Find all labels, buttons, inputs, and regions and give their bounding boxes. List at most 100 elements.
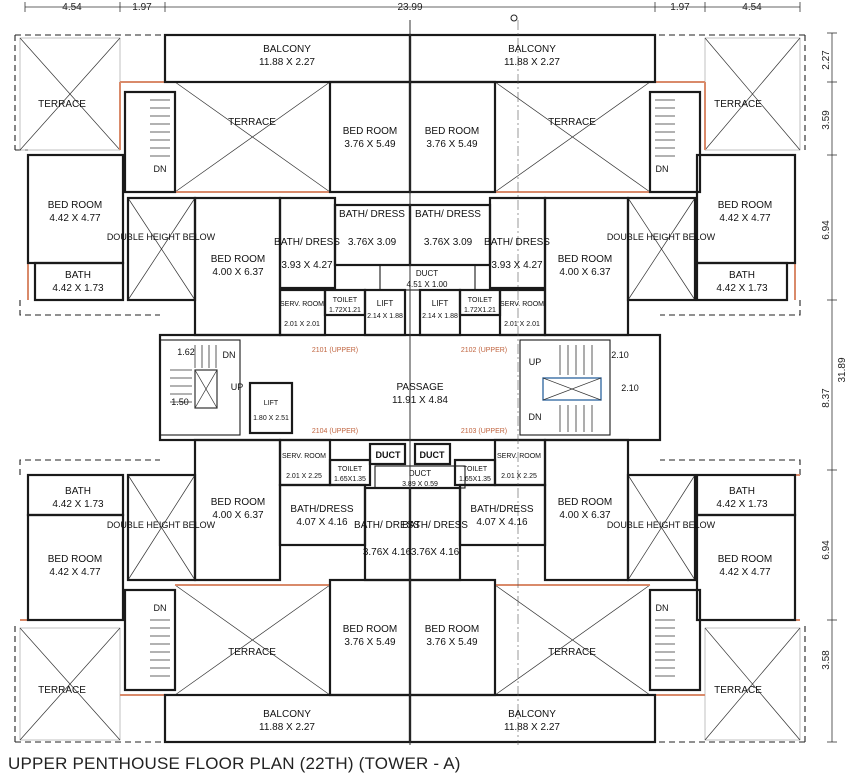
room-name: BED ROOM [558, 254, 612, 265]
stair-dimension: 2.10 [621, 383, 639, 393]
room-name: BALCONY [508, 709, 556, 720]
terrace-boundaries [14, 34, 806, 743]
room-size: 1.65X1.35 [334, 476, 366, 483]
room-name: PASSAGE [396, 382, 443, 393]
room-name: SERV. ROOM [282, 453, 326, 460]
room-size: 2.01 X 2.01 [504, 321, 540, 328]
room-name: BATH [65, 486, 91, 497]
room-size: 4.00 X 6.37 [212, 510, 264, 521]
right-dim-5: 6.94 [821, 540, 832, 560]
unit-number: 2103 (UPPER) [461, 428, 507, 435]
room-name: TOILET [333, 297, 358, 304]
room-size: 3.76X 4.16 [411, 547, 460, 558]
duct-label: DUCT [420, 450, 445, 460]
room-name: SERV. ROOM [500, 301, 544, 308]
room-name: BED ROOM [343, 126, 397, 137]
room-name: BATH/ DRESS [354, 520, 420, 531]
room-name: BED ROOM [48, 200, 102, 211]
duct-label: DUCT [376, 450, 401, 460]
room-size: 2.01 X 2.01 [284, 321, 320, 328]
room-name: DUCT [416, 269, 438, 278]
room-name: BED ROOM [425, 126, 479, 137]
right-dim-3: 6.94 [821, 220, 832, 240]
room-name: LIFT [264, 400, 279, 407]
room-name: DOUBLE HEIGHT BELOW [107, 232, 216, 242]
room-name: TERRACE [548, 117, 596, 128]
room-size: 3.76 X 5.49 [426, 139, 478, 150]
room-size: 2.01 X 2.25 [501, 473, 537, 480]
right-dimension-line: 2.27 3.59 6.94 8.37 6.94 3.58 31.89 [821, 32, 847, 743]
room-size: 4.42 X 4.77 [719, 213, 771, 224]
room-size: 1.72X1.21 [329, 307, 361, 314]
room-size: 4.42 X 4.77 [719, 567, 771, 578]
room-size: 4.00 X 6.37 [212, 267, 264, 278]
room-size: 2.14 X 1.88 [422, 313, 458, 320]
room-name: DOUBLE HEIGHT BELOW [607, 232, 716, 242]
room-name: BATH [729, 486, 755, 497]
room-size: 4.42 X 1.73 [716, 283, 768, 294]
right-dim-2: 3.59 [821, 110, 832, 130]
room-name: TOILET [338, 466, 363, 473]
stair-label: DN [154, 603, 167, 613]
room-name: BED ROOM [558, 497, 612, 508]
room-name: BED ROOM [48, 554, 102, 565]
stair-label: DN [529, 412, 542, 422]
unit-number: 2101 (UPPER) [312, 347, 358, 354]
room-size: 11.88 X 2.27 [259, 57, 315, 68]
room-name: TOILET [463, 466, 488, 473]
top-dimension-line: 4.54 1.97 23.99 1.97 4.54 [24, 2, 801, 13]
stair-label: UP [231, 382, 244, 392]
room-name: BED ROOM [343, 624, 397, 635]
room-name: BED ROOM [211, 254, 265, 265]
unit-numbers: 2101 (UPPER) 2102 (UPPER) 2104 (UPPER) 2… [312, 347, 507, 435]
open-area-crosses [19, 37, 801, 741]
room-size: 4.00 X 6.37 [559, 510, 611, 521]
room-name: TERRACE [548, 647, 596, 658]
duct-boxes: DUCT DUCT [376, 450, 445, 460]
room-size: 3.93 X 4.27 [281, 260, 333, 271]
room-name: BATH/ DRESS [274, 237, 340, 248]
top-dim-4: 1.97 [670, 2, 690, 13]
stair-label: DN [154, 164, 167, 174]
room-size: 3.76 X 5.49 [426, 637, 478, 648]
stair-dimension: 2.10 [611, 350, 629, 360]
room-name: BED ROOM [718, 554, 772, 565]
room-size: 4.42 X 4.77 [49, 213, 101, 224]
stair-label: DN [656, 164, 669, 174]
room-name: TERRACE [38, 685, 86, 696]
room-size: 11.91 X 4.84 [392, 395, 448, 406]
top-dim-1: 4.54 [62, 2, 82, 13]
room-size: 4.07 X 4.16 [476, 517, 528, 528]
room-name: TOILET [468, 297, 493, 304]
right-dim-1: 2.27 [821, 50, 832, 70]
right-dim-overall: 31.89 [837, 357, 847, 382]
stair-label: DN [656, 603, 669, 613]
room-name: TERRACE [228, 647, 276, 658]
room-name: BATH/DRESS [470, 504, 533, 515]
room-name: BALCONY [508, 44, 556, 55]
room-size: 11.88 X 2.27 [259, 722, 315, 733]
room-name: BATH/DRESS [290, 504, 353, 515]
stair-labels: DN DN DN DN UP DN UP DN 1.62 1.50 2.10 2… [154, 164, 669, 613]
room-size: 3.76X 3.09 [424, 237, 473, 248]
room-name: BATH/ DRESS [339, 209, 405, 220]
top-dim-3: 23.99 [397, 2, 422, 13]
room-size: 1.72X1.21 [464, 307, 496, 314]
room-size: 2.01 X 2.25 [286, 473, 322, 480]
room-name: BED ROOM [211, 497, 265, 508]
plan-title: UPPER PENTHOUSE FLOOR PLAN (22TH) (TOWER… [8, 754, 461, 773]
room-labels: BALCONY 11.88 X 2.27 BALCONY 11.88 X 2.2… [38, 44, 772, 733]
unit-number: 2102 (UPPER) [461, 347, 507, 354]
room-name: BATH/ DRESS [415, 209, 481, 220]
room-size: 4.42 X 1.73 [52, 283, 104, 294]
room-size: 3.89 X 0.59 [402, 481, 438, 488]
room-size: 4.42 X 1.73 [52, 499, 104, 510]
room-size: 11.88 X 2.27 [504, 722, 560, 733]
stair-treads [150, 99, 675, 677]
walls [26, 14, 797, 745]
room-size: 3.76X 3.09 [348, 237, 397, 248]
room-name: BALCONY [263, 709, 311, 720]
room-size: 3.76 X 5.49 [344, 637, 396, 648]
stair-label: DN [223, 350, 236, 360]
room-name: SERV. ROOM [497, 453, 541, 460]
